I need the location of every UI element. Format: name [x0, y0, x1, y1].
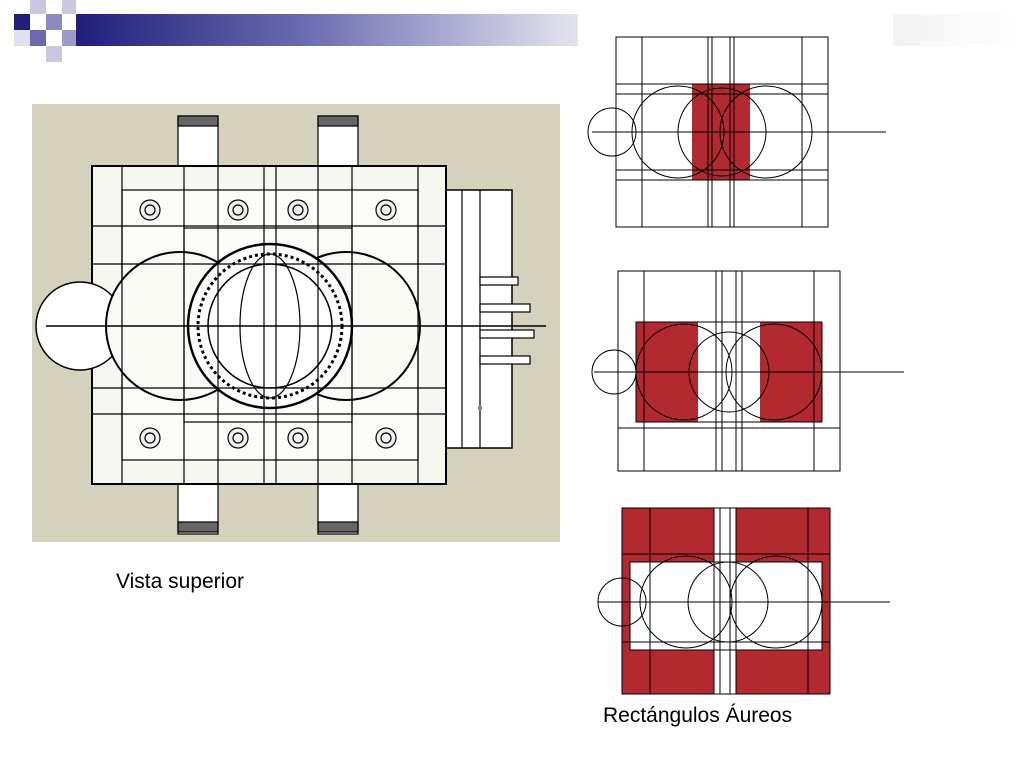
header-square: [46, 14, 62, 30]
caption-top-view: Vista superior: [116, 570, 245, 593]
golden-rect-diagram-2: [591, 270, 904, 472]
top-view-plan: [32, 104, 560, 542]
golden-rect-diagram-1: [587, 36, 886, 228]
header-square: [30, 30, 46, 46]
caption-golden-rectangles: Rectángulos Áureos: [603, 704, 793, 727]
header-right-fade: [893, 14, 1021, 46]
header-square: [14, 30, 30, 46]
header-square: [30, 0, 46, 14]
header-gradient-bar: [76, 14, 578, 46]
header-square: [62, 30, 76, 46]
header-square: [62, 0, 76, 14]
header-square: [14, 14, 30, 30]
golden-rect-diagram-3: [597, 507, 890, 695]
header-decoration: [14, 0, 578, 62]
annex-block: [445, 189, 513, 449]
header-square: [46, 46, 62, 62]
